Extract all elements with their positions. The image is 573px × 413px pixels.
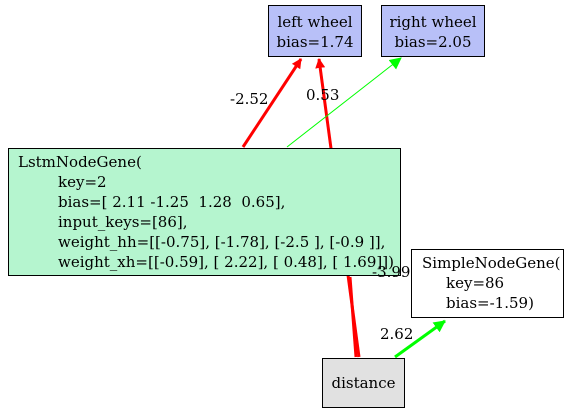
lstm-bias: bias=[ 2.11 -1.25 1.28 0.65], (58, 193, 286, 211)
lstm-title: LstmNodeGene( (18, 153, 142, 171)
distance-node: distance (322, 358, 405, 408)
right-wheel-node: right wheel bias=2.05 (381, 5, 485, 57)
edge-label-distance-left: 0.53 (306, 86, 340, 104)
simple-key: key=86 (446, 274, 505, 292)
left-wheel-title: left wheel (277, 13, 353, 31)
left-wheel-bias: bias=1.74 (276, 33, 354, 51)
lstm-node: LstmNodeGene( key=2 bias=[ 2.11 -1.25 1.… (8, 148, 401, 276)
simple-node: SimpleNodeGene( key=86 bias=-1.59) (411, 249, 564, 318)
edge-label-lstm-left: -2.52 (230, 90, 269, 108)
edge-distance-to-lstm (348, 276, 358, 358)
lstm-input-keys: input_keys=[86], (58, 213, 188, 231)
lstm-weight-hh: weight_hh=[[-0.75], [-1.78], [-2.5 ], [-… (58, 233, 386, 251)
lstm-key: key=2 (58, 173, 107, 191)
edge-label-distance-simple: 2.62 (380, 325, 414, 343)
edge-lstm-to-left-wheel (241, 58, 303, 148)
right-wheel-bias: bias=2.05 (394, 33, 472, 51)
simple-title: SimpleNodeGene( (422, 254, 561, 272)
lstm-weight-xh: weight_xh=[[-0.59], [ 2.22], [ 0.48], [ … (58, 253, 394, 271)
right-wheel-title: right wheel (389, 13, 477, 31)
edge-distance-to-simple (394, 319, 446, 359)
distance-title: distance (331, 374, 396, 392)
edge-lstm-to-right-wheel (286, 57, 402, 148)
left-wheel-node: left wheel bias=1.74 (268, 5, 362, 57)
edge-label-distance-lstm: -3.99 (372, 263, 411, 281)
simple-bias: bias=-1.59) (446, 294, 534, 312)
